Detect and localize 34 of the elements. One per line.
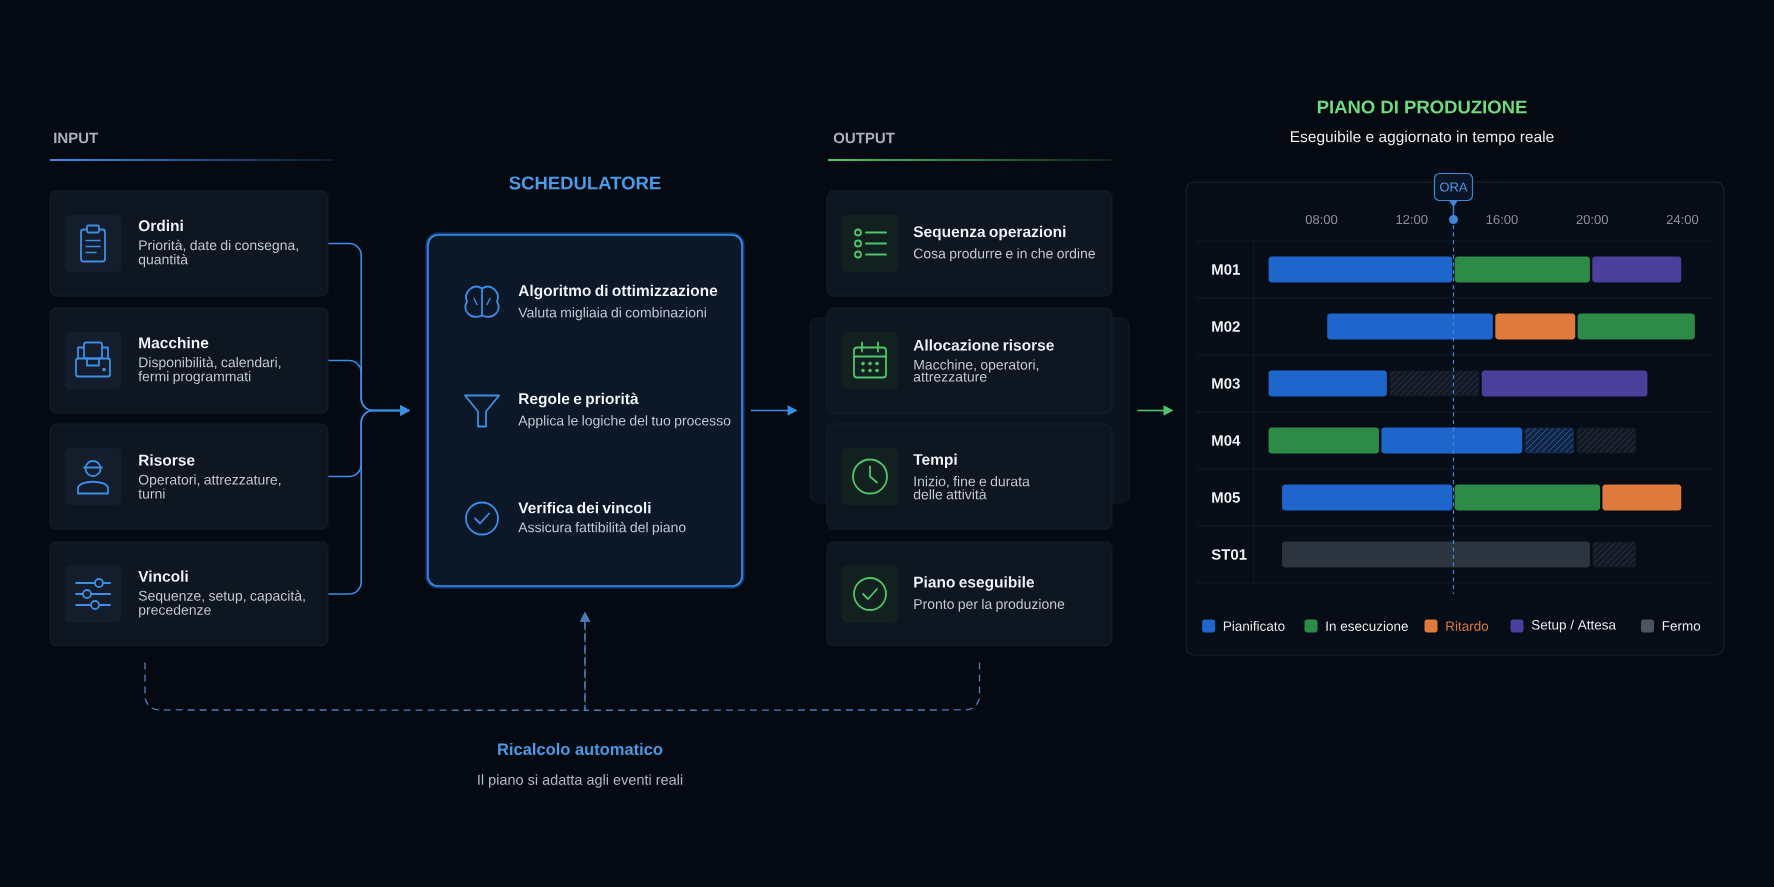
chart-subtitle: Eseguibile e aggiornato in tempo reale [1291,130,1554,146]
card-title: Vincoli [138,570,188,582]
card-description: Priorità, date di consegna, quantità [138,239,298,268]
loop-title: Ricalcolo automatico [498,742,663,756]
legend-label: Pianificato [1223,621,1285,631]
card-description: Cosa produrre e in che ordine [913,248,1095,262]
card-description: Operatori, attrezzature, turni [138,474,281,499]
section-label: OUTPUT [833,132,895,144]
section-heading: SCHEDULATORE [509,176,661,190]
legend-label: Setup / Attesa [1531,619,1616,633]
legend-label: Ritardo [1446,621,1489,631]
card-title: Ordini [138,219,183,232]
item-title: Regole e priorità [519,392,639,408]
legend-label: Fermo [1662,621,1701,631]
card-description: Sequenze, setup, capacità, precedenze [138,590,305,618]
item-description: Applica le logiche del tuo processo [518,415,731,429]
chart-title: PIANO DI PRODUZIONE [1317,100,1527,114]
item-description: Assicura fattibilità del piano [518,521,686,536]
card-title: Tempi [913,453,957,469]
item-description: Valuta migliaia di combinazioni [518,307,706,321]
item-title: Algoritmo di ottimizzazione [518,284,718,300]
card-description: Inizio, fine e durata delle attività [913,476,1030,500]
card-description: Disponibilità, calendari, fermi programmati [138,356,281,385]
legend-label: In esecuzione [1326,621,1408,631]
card-description: Macchine, operatori, attrezzature [913,359,1039,382]
loop-caption: Il piano si adatta agli eventi reali [478,774,683,788]
card-description: Pronto per la produzione [914,598,1065,612]
card-title: Sequenza operazioni [913,225,1066,241]
item-title: Verifica dei vincoli [518,501,651,514]
section-label: INPUT [54,132,99,144]
card-title: Allocazione risorse [913,339,1054,351]
card-title: Macchine [139,336,209,349]
card-title: Piano eseguibile [914,576,1035,591]
card-title: Risorse [139,454,195,466]
